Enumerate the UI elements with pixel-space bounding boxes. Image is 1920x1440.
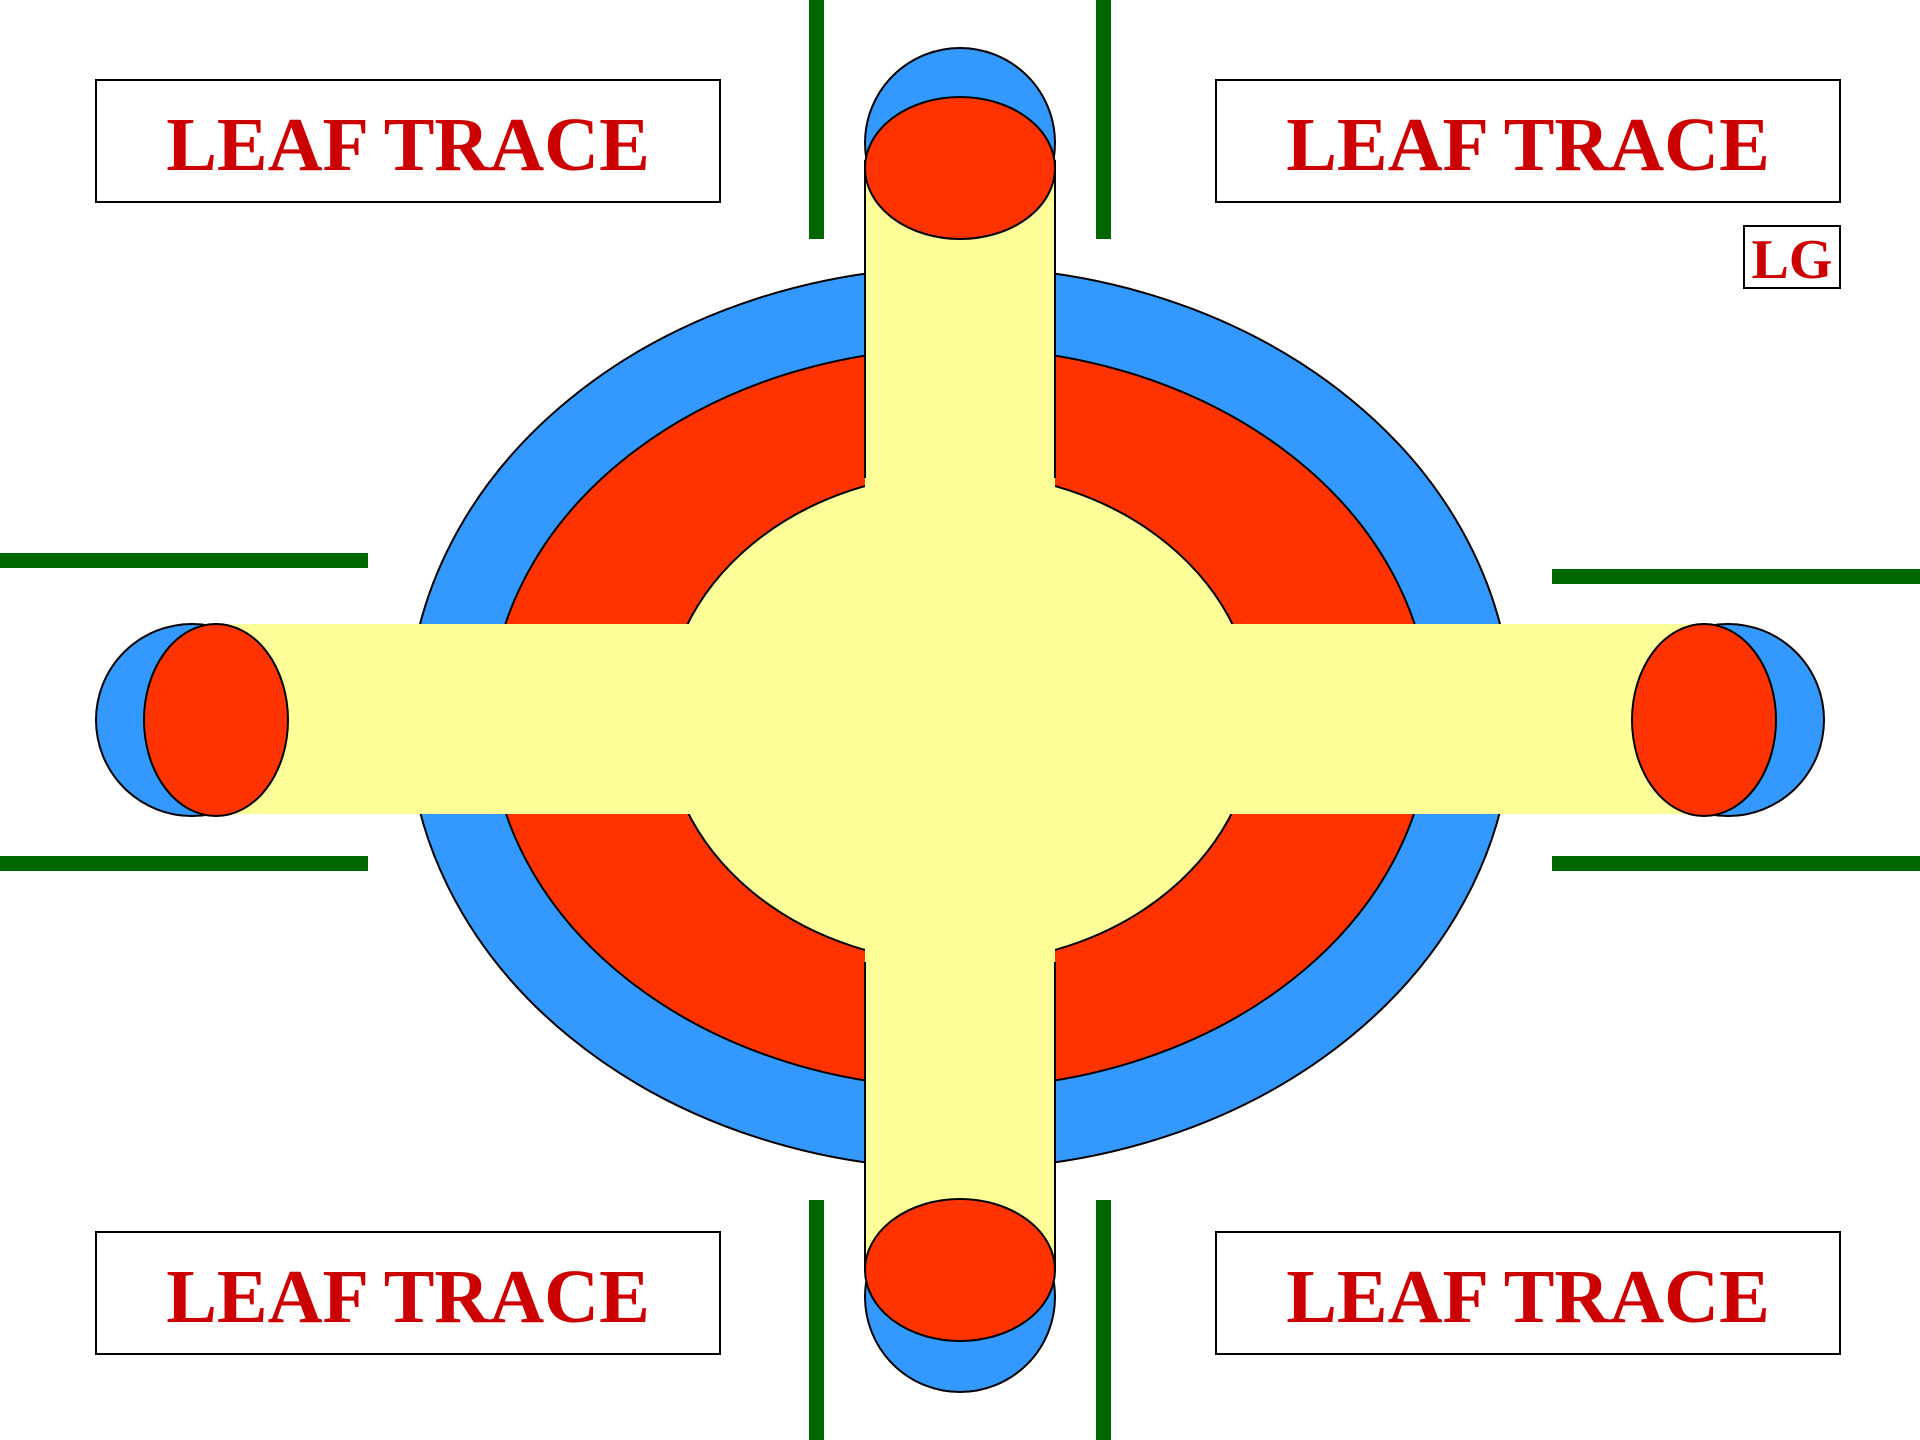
label-text: LEAF TRACE bbox=[1286, 1255, 1770, 1339]
guide-line-right-lower bbox=[1552, 856, 1920, 871]
label-bottom-right: LEAF TRACE bbox=[1216, 1232, 1840, 1354]
label-top-right: LEAF TRACE bbox=[1216, 80, 1840, 202]
label-bottom-left: LEAF TRACE bbox=[96, 1232, 720, 1354]
label-top-left: LEAF TRACE bbox=[96, 80, 720, 202]
horizontal-arm bbox=[216, 624, 1700, 814]
guide-line-right-upper bbox=[1552, 569, 1920, 584]
corner-mark-text: LG bbox=[1752, 229, 1833, 291]
guide-line-top-right bbox=[1096, 0, 1111, 239]
guide-line-bottom-right bbox=[1096, 1200, 1111, 1440]
guide-line-left-lower bbox=[0, 856, 368, 871]
label-text: LEAF TRACE bbox=[166, 103, 650, 187]
cross-arms bbox=[216, 160, 1700, 1271]
left-red-cap bbox=[144, 624, 288, 816]
guide-line-bottom-left bbox=[809, 1200, 824, 1440]
label-text: LEAF TRACE bbox=[1286, 103, 1770, 187]
label-text: LEAF TRACE bbox=[166, 1255, 650, 1339]
right-red-cap bbox=[1632, 624, 1776, 816]
guide-line-top-left bbox=[809, 0, 824, 239]
corner-mark: LG bbox=[1744, 226, 1840, 291]
guide-line-left-upper bbox=[0, 553, 368, 568]
top-red-cap bbox=[865, 97, 1055, 239]
bottom-red-cap bbox=[865, 1199, 1055, 1341]
